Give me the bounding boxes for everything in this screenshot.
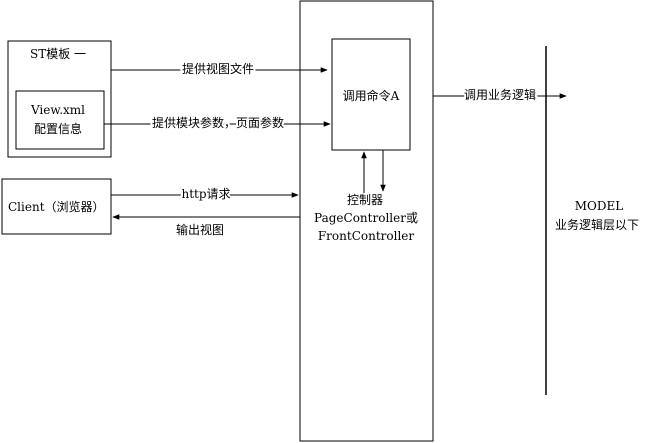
- client-label: Client（浏览器）: [8, 199, 105, 214]
- arrow-http-request-label: http请求: [181, 187, 230, 201]
- controller-label-line2: PageController或: [314, 211, 418, 225]
- arrow-output-view: 输出视图: [112, 214, 300, 237]
- arrow-call-business: 调用业务逻辑: [433, 85, 567, 104]
- model-label-line1: MODEL: [575, 199, 624, 213]
- controller-label-line3: FrontController: [318, 229, 415, 243]
- client-box: Client（浏览器）: [1, 178, 112, 235]
- view-xml-label: View.xml: [30, 103, 85, 117]
- arrow-call-business-label: 调用业务逻辑: [464, 87, 536, 102]
- arrow-provide-params-label: 提供模块参数，页面参数: [152, 115, 284, 130]
- command-a-box: 调用命令A: [331, 38, 411, 151]
- st-template-title: ST模板 一: [30, 47, 86, 61]
- view-xml-box: View.xml 配置信息: [15, 90, 105, 150]
- model-label-line2: 业务逻辑层以下: [555, 217, 639, 232]
- model-label: MODEL 业务逻辑层以下: [555, 199, 639, 232]
- arrow-output-view-label: 输出视图: [176, 222, 224, 237]
- arrow-provide-view-label: 提供视图文件: [182, 61, 254, 76]
- arrow-provide-view: 提供视图文件: [111, 59, 328, 78]
- controller-label-line1: 控制器: [347, 193, 383, 207]
- config-info-label: 配置信息: [34, 121, 82, 136]
- arrow-http-request: http请求: [111, 185, 299, 203]
- arrow-provide-params: 提供模块参数，页面参数: [104, 113, 331, 132]
- st-template-box: ST模板 一 View.xml 配置信息: [7, 40, 112, 158]
- command-a-label: 调用命令A: [343, 88, 400, 103]
